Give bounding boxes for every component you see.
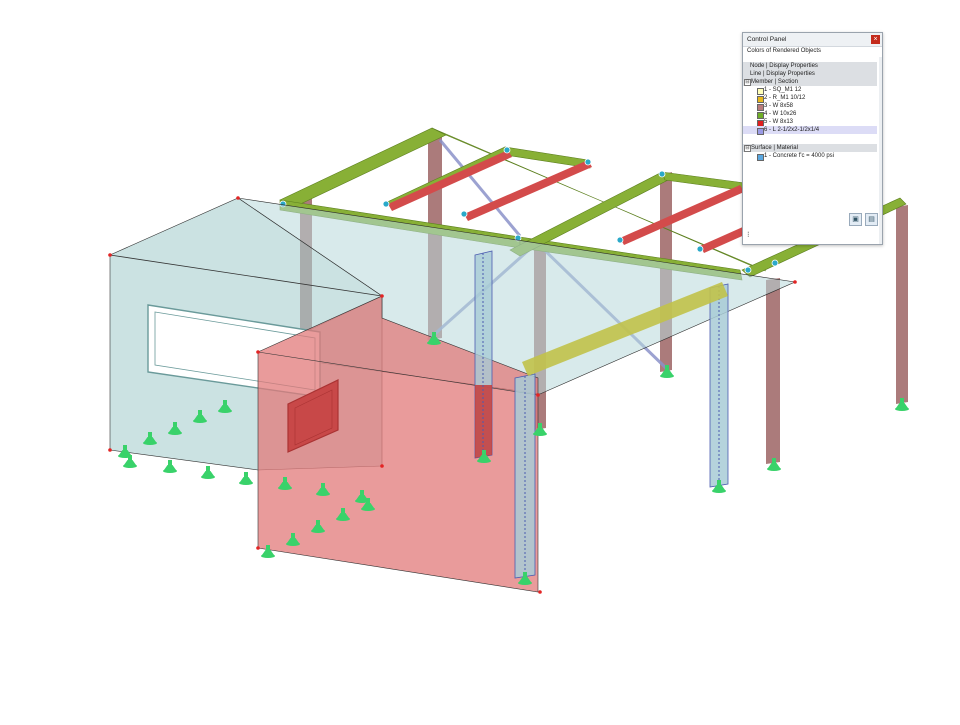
beam-red: [464, 160, 592, 221]
beam-green: [431, 127, 767, 272]
control-panel-title: Control Panel: [747, 36, 787, 43]
beam-yellow: [522, 282, 728, 376]
list-item[interactable]: 4 - W 10x26: [743, 110, 877, 119]
color-swatch: [757, 153, 764, 161]
list-options-icon[interactable]: ⁝: [747, 230, 750, 239]
control-panel-titlebar[interactable]: Control Panel ×: [743, 33, 882, 47]
front-wall: [257, 295, 539, 593]
color-legend-list: Node | Display Properties Line | Display…: [743, 57, 879, 244]
line-row[interactable]: Line | Display Properties: [743, 70, 877, 78]
list-item[interactable]: 1 - Concrete f'c = 4000 psi: [743, 152, 877, 161]
color-swatch: [757, 111, 764, 119]
column-brown: [896, 205, 908, 404]
beam-red: [388, 150, 512, 211]
list-item[interactable]: 1 - SQ_M1 12: [743, 86, 877, 95]
color-swatch: [757, 87, 764, 95]
list-item[interactable]: 5 - W 8x13: [743, 118, 877, 127]
beam-red: [620, 185, 744, 245]
view-settings-icon[interactable]: ▣: [849, 213, 862, 226]
panel-heading: Colors of Rendered Objects: [747, 48, 822, 54]
member-category[interactable]: ⊟ Member | Section: [743, 78, 877, 86]
beam-red: [700, 226, 749, 253]
front-columns: [474, 250, 729, 579]
brace-member: [438, 139, 522, 237]
scrollbar[interactable]: [879, 57, 882, 244]
node-row[interactable]: Node | Display Properties: [743, 62, 877, 70]
collapse-icon[interactable]: ⊟: [744, 145, 751, 152]
control-panel[interactable]: Control Panel × Colors of Rendered Objec…: [742, 32, 883, 245]
color-swatch: [757, 127, 764, 135]
column-brown: [766, 278, 780, 464]
roof-hinges: [279, 146, 779, 274]
color-scale-icon[interactable]: ▤: [865, 213, 878, 226]
list-item[interactable]: 6 - L 2-1/2x2-1/2x1/4: [743, 126, 877, 135]
color-swatch: [757, 103, 764, 111]
surface-category[interactable]: ⊟ Surface | Material: [743, 144, 877, 152]
close-icon[interactable]: ×: [871, 35, 880, 44]
color-swatch: [757, 95, 764, 103]
nodes: [108, 196, 797, 594]
collapse-icon[interactable]: ⊟: [744, 79, 751, 86]
list-item[interactable]: 3 - W 8x58: [743, 102, 877, 111]
list-item[interactable]: 2 - R_M1 10/12: [743, 94, 877, 103]
